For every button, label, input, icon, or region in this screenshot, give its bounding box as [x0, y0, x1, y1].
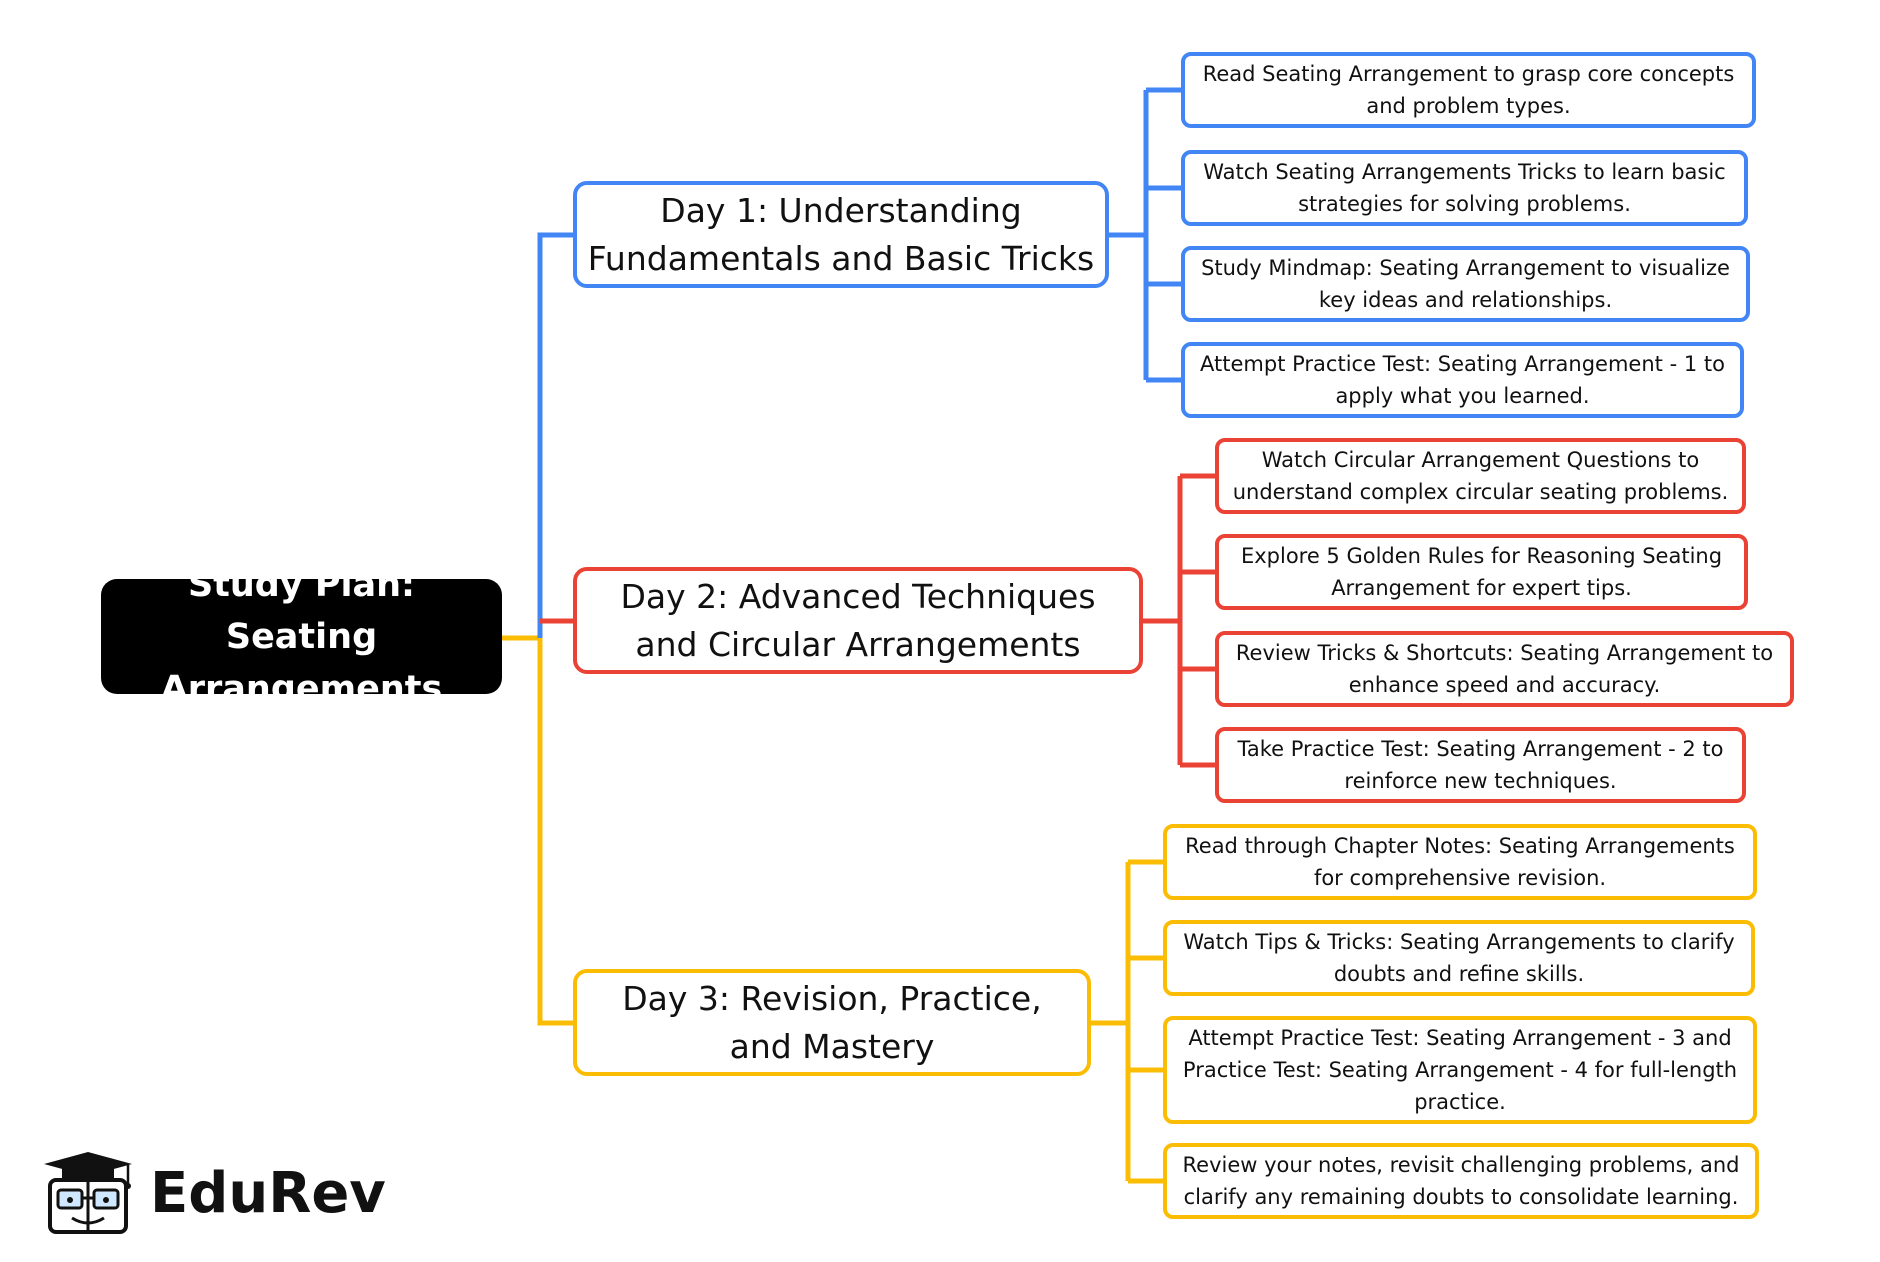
day3-connectors: [1091, 859, 1163, 1184]
root-to-day1-line: [537, 232, 573, 638]
day3-task-4: Review your notes, revisit challenging p…: [1163, 1143, 1759, 1219]
task-text: Study Mindmap: Seating Arrangement to vi…: [1201, 256, 1730, 312]
edurev-logo: EduRev: [38, 1148, 386, 1238]
task-text: Review Tricks & Shortcuts: Seating Arran…: [1235, 641, 1774, 697]
task-text: Review your notes, revisit challenging p…: [1182, 1153, 1740, 1209]
day2-task-3: Review Tricks & Shortcuts: Seating Arran…: [1215, 631, 1794, 707]
day3-task-1: Read through Chapter Notes: Seating Arra…: [1163, 824, 1757, 900]
task-text: Read through Chapter Notes: Seating Arra…: [1185, 834, 1735, 890]
day2-task-2: Explore 5 Golden Rules for Reasoning Sea…: [1215, 534, 1748, 610]
day1-task-1: Read Seating Arrangement to grasp core c…: [1181, 52, 1756, 128]
day1-node: Day 1: Understanding Fundamentals and Ba…: [573, 181, 1109, 288]
day2-label: Day 2: Advanced Techniques and Circular …: [620, 576, 1096, 664]
task-text: Watch Tips & Tricks: Seating Arrangement…: [1183, 930, 1735, 986]
task-text: Take Practice Test: Seating Arrangement …: [1237, 737, 1724, 793]
day1-task-3: Study Mindmap: Seating Arrangement to vi…: [1181, 246, 1750, 322]
root-label: Study Plan: Seating Arrangements: [160, 564, 443, 709]
day1-task-2: Watch Seating Arrangements Tricks to lea…: [1181, 150, 1748, 226]
day2-connectors: [1143, 473, 1215, 768]
day3-label: Day 3: Revision, Practice, and Mastery: [622, 978, 1042, 1066]
graduation-cap-mascot-icon: [44, 1152, 132, 1234]
day3-task-3: Attempt Practice Test: Seating Arrangeme…: [1163, 1016, 1757, 1124]
task-text: Attempt Practice Test: Seating Arrangeme…: [1200, 352, 1725, 408]
task-text: Read Seating Arrangement to grasp core c…: [1202, 62, 1735, 118]
day2-task-1: Watch Circular Arrangement Questions to …: [1215, 438, 1746, 514]
root-connectors: [502, 232, 573, 1026]
day3-node: Day 3: Revision, Practice, and Mastery: [573, 969, 1091, 1076]
root-node: Study Plan: Seating Arrangements: [101, 565, 502, 709]
day1-label: Day 1: Understanding Fundamentals and Ba…: [587, 190, 1095, 278]
day2-node: Day 2: Advanced Techniques and Circular …: [573, 567, 1143, 674]
logo-text: EduRev: [150, 1160, 386, 1226]
day1-task-4: Attempt Practice Test: Seating Arrangeme…: [1181, 342, 1744, 418]
task-text: Explore 5 Golden Rules for Reasoning Sea…: [1240, 544, 1723, 600]
root-to-day3-line: [502, 635, 573, 1026]
task-text: Watch Seating Arrangements Tricks to lea…: [1203, 160, 1726, 216]
task-text: Watch Circular Arrangement Questions to …: [1232, 448, 1729, 504]
day3-task-2: Watch Tips & Tricks: Seating Arrangement…: [1163, 920, 1755, 996]
task-text: Attempt Practice Test: Seating Arrangeme…: [1182, 1026, 1738, 1114]
day1-connectors: [1109, 87, 1181, 383]
day2-task-4: Take Practice Test: Seating Arrangement …: [1215, 727, 1746, 803]
